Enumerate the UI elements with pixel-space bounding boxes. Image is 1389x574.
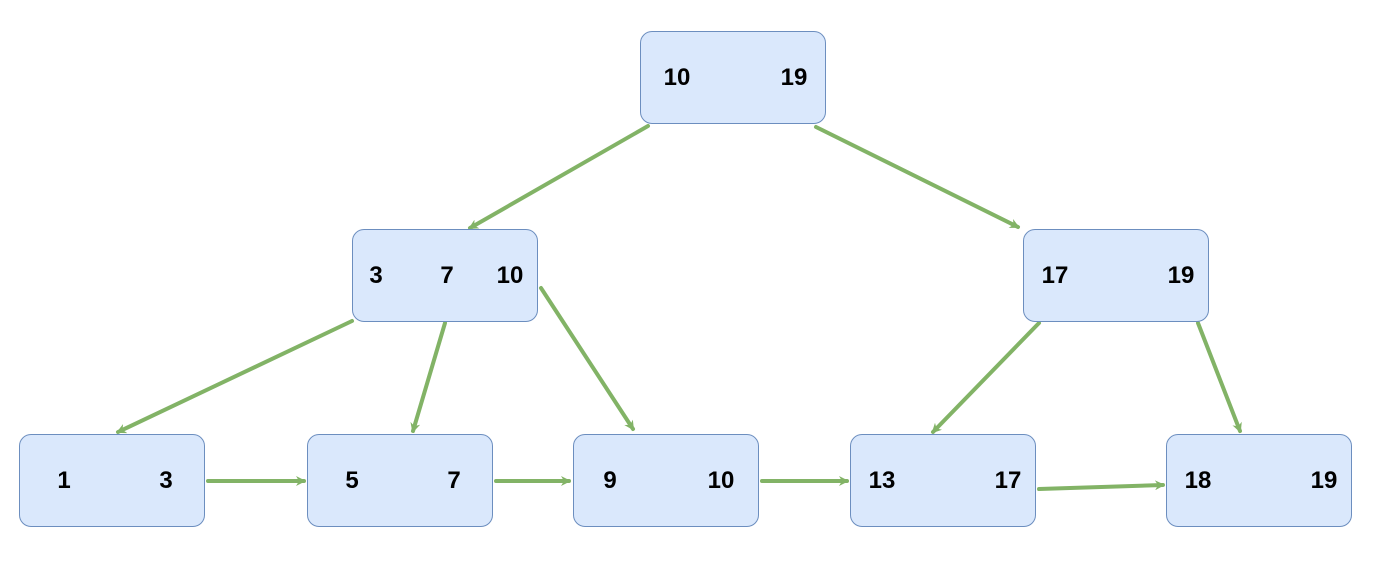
- leaf-node-4: 13 17: [850, 434, 1036, 527]
- node-key: 3: [159, 466, 173, 494]
- leaf-node-5: 18 19: [1166, 434, 1352, 527]
- child-arrow-internal_right-to-leaf_4: [931, 321, 1041, 434]
- internal-node-right: 17 19: [1023, 229, 1209, 322]
- node-key: 18: [1184, 466, 1212, 494]
- node-key: 19: [780, 63, 808, 91]
- node-key: 5: [345, 466, 359, 494]
- node-key: 3: [369, 261, 383, 289]
- node-key: 10: [663, 63, 691, 91]
- node-key: 13: [868, 466, 896, 494]
- child-arrow-internal_left-to-leaf_2: [410, 321, 447, 433]
- root-node: 10 19: [640, 31, 826, 124]
- leaf-node-3: 9 10: [573, 434, 759, 527]
- leaf-node-2: 5 7: [307, 434, 493, 527]
- node-key: 19: [1167, 261, 1195, 289]
- child-arrow-internal_left-to-leaf_1: [116, 319, 354, 434]
- child-arrow-root-to-internal_right: [814, 125, 1020, 229]
- internal-node-left: 3 7 10: [352, 229, 538, 322]
- node-key: 9: [603, 466, 617, 494]
- node-key: 1: [57, 466, 71, 494]
- sibling-arrow-leaf_4-to-leaf_5: [1037, 480, 1165, 491]
- node-key: 17: [994, 466, 1022, 494]
- node-key: 10: [707, 466, 735, 494]
- node-key: 17: [1041, 261, 1069, 289]
- child-arrow-internal_right-to-leaf_5: [1196, 321, 1242, 433]
- node-key: 7: [440, 261, 454, 289]
- node-key: 7: [447, 466, 461, 494]
- child-arrow-internal_left-to-leaf_3: [539, 286, 635, 431]
- node-key: 10: [496, 261, 524, 289]
- node-key: 19: [1310, 466, 1338, 494]
- child-arrow-root-to-internal_left: [468, 124, 650, 230]
- leaf-node-1: 1 3: [19, 434, 205, 527]
